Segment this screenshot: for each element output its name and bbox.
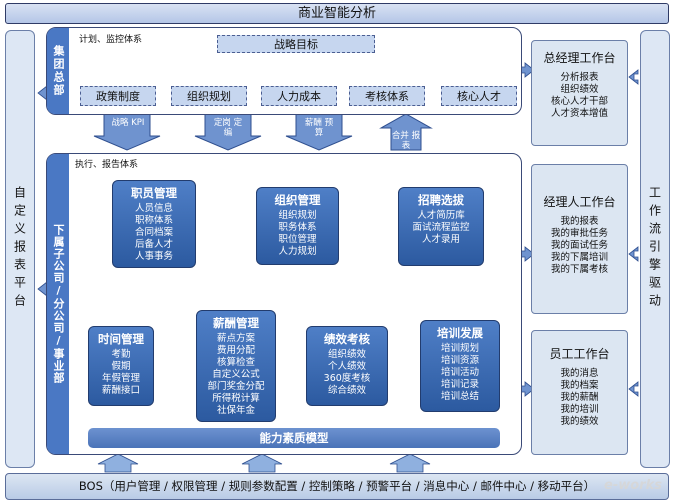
bos-arrows [97, 453, 431, 473]
workflow-engine-column: 工作流引擎驱动 [640, 30, 670, 468]
hq-panel: 集团总部 计划、监控体系 战略目标 政策制度 组织规划 人力成本 考核体系 核心… [46, 27, 522, 115]
watermark-logo: e-works [604, 478, 662, 493]
manager-workstation: 经理人工作台 我的报表 我的审批任务 我的面试任务 我的下属培训 我的下属考核 [531, 164, 628, 314]
salary-management-card: 薪酬管理 薪点方案 费用分配 核算检查 自定义公式 部门奖金分配 所得税计算 社… [196, 310, 276, 422]
core-talent-box: 核心人才 [441, 86, 517, 106]
custom-report-platform-column: 自定义报表平台 [5, 30, 35, 468]
org-plan-box: 组织规划 [171, 86, 247, 106]
assessment-box: 考核体系 [349, 86, 425, 106]
subsidiary-caption: 执行、报告体系 [75, 160, 139, 170]
page-title: 商业智能分析 [5, 3, 669, 24]
policy-box: 政策制度 [80, 86, 156, 106]
subsidiary-tag: 下属子公司/分公司/事业部 [47, 154, 69, 454]
arrow-label-post: 定岗 定编 [213, 118, 243, 138]
performance-card: 绩效考核 组织绩效 个人绩效 360度考核 综合绩效 [306, 326, 388, 406]
recruitment-card: 招聘选拔 人才简历库 面试流程监控 人才录用 [398, 187, 484, 266]
arrow-label-salary: 薪酬 预算 [304, 118, 334, 138]
arrow-label-kpi: 战略 KPI [111, 118, 145, 128]
time-management-card: 时间管理 考勤 假期 年假管理 薪酬接口 [88, 326, 154, 406]
hq-caption: 计划、监控体系 [79, 35, 143, 45]
competency-model-bar: 能力素质模型 [88, 428, 500, 448]
hr-cost-box: 人力成本 [261, 86, 337, 106]
gm-workstation: 总经理工作台 分析报表 组织绩效 核心人才干部 人才资本增值 [531, 40, 628, 146]
bos-bar: BOS（用户管理 / 权限管理 / 规则参数配置 / 控制策略 / 预警平台 /… [5, 473, 669, 500]
org-management-card: 组织管理 组织规划 职务体系 职位管理 人力规划 [256, 187, 339, 265]
employee-workstation: 员工工作台 我的消息 我的档案 我的薪酬 我的培训 我的绩效 [531, 330, 628, 455]
training-card: 培训发展 培训规划 培训资源 培训活动 培训记录 培训总结 [420, 320, 500, 412]
bos-text: BOS（用户管理 / 权限管理 / 规则参数配置 / 控制策略 / 预警平台 /… [78, 479, 596, 493]
strategy-goal-box: 战略目标 [217, 35, 375, 53]
hq-tag: 集团总部 [47, 28, 69, 114]
arrow-label-report: 合并 报表 [391, 131, 421, 151]
employee-management-card: 职员管理 人员信息 职称体系 合同档案 后备人才 人事事务 [112, 180, 196, 268]
custom-report-platform-label: 自定义报表平台 [12, 186, 27, 312]
workflow-engine-label: 工作流引擎驱动 [647, 186, 662, 312]
